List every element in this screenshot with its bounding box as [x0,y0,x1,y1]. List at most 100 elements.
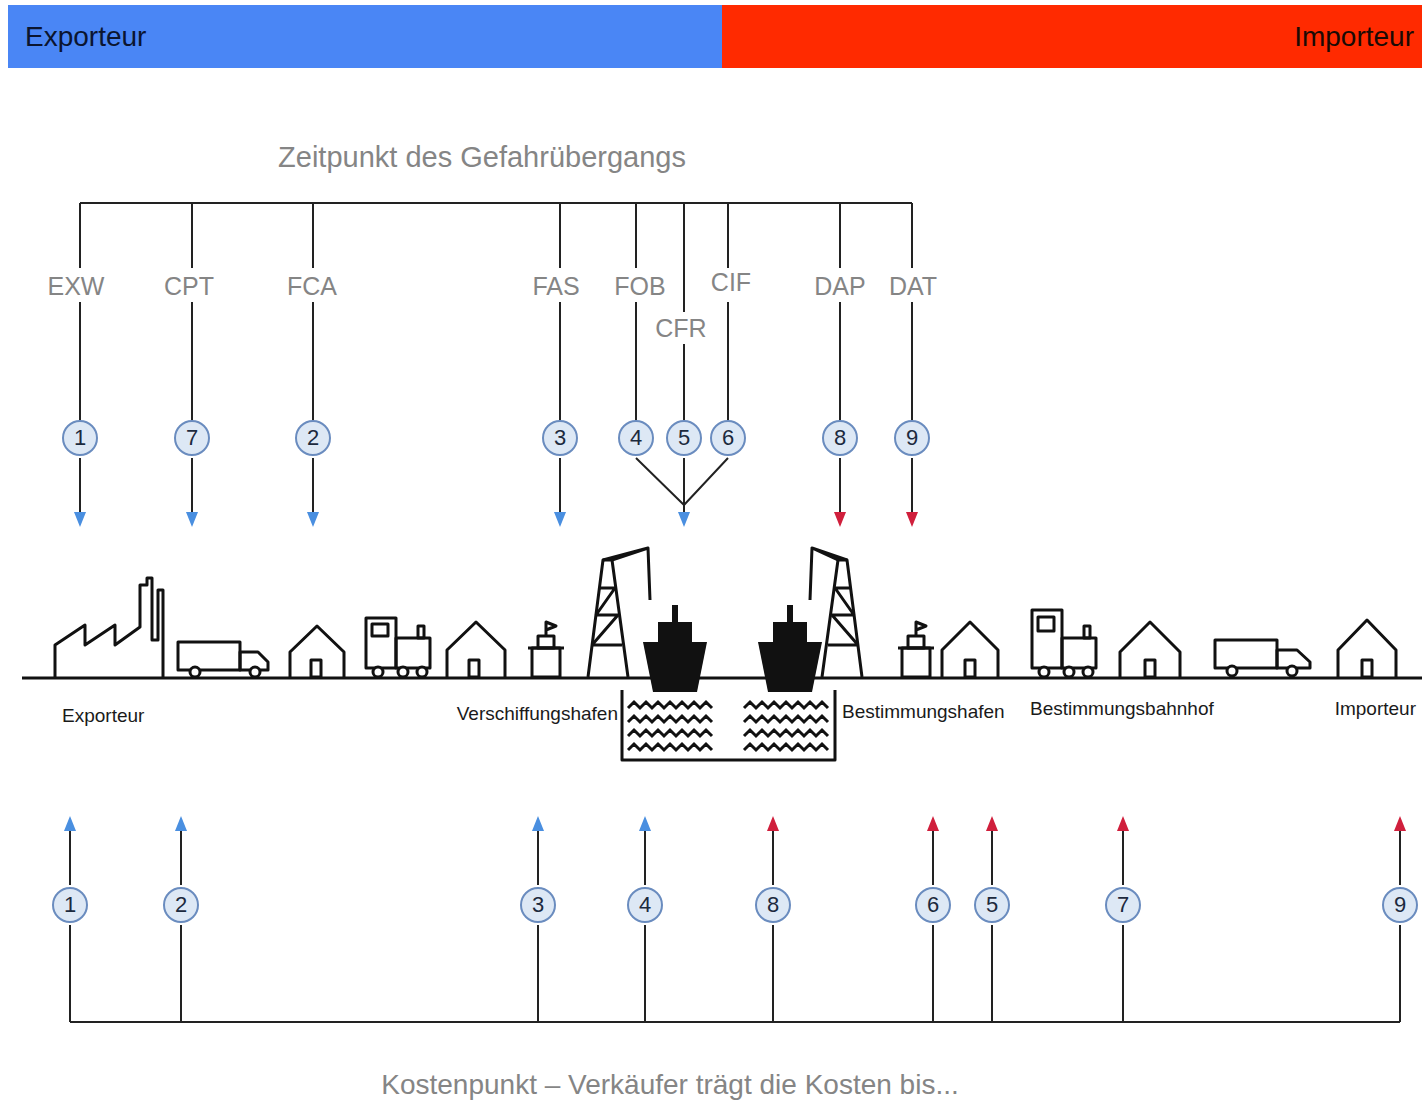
transport-chain [418,626,424,638]
transport-chain [417,667,427,677]
number-circle: 9 [1382,887,1418,923]
incoterm: FOB [614,274,665,299]
callout-number: 1 [74,427,86,449]
cost-arrows [532,816,544,831]
transport-chain [366,618,396,668]
transport-chain [1338,620,1396,677]
ships [643,605,822,692]
number-circle: 6 [710,420,746,456]
number-circle: 1 [52,887,88,923]
ships [758,642,822,692]
transport-chain [538,636,554,648]
transport-chain [1083,667,1093,677]
number-circle: 6 [915,887,951,923]
risk-bracket [80,202,912,204]
cost-arrows [767,816,779,831]
party-name: Importeur [1294,23,1414,51]
number-circle: 3 [542,420,578,456]
transport-chain [532,648,560,677]
cost-arrows [927,816,939,831]
callout-number: 8 [767,894,779,916]
transport-chain [469,660,479,677]
incoterm: DAP [814,274,865,299]
circle-outline [756,888,790,922]
circle-outline [63,421,97,455]
transport-chain [1287,666,1297,676]
incoterm: DAT [889,274,937,299]
circle-outline [711,421,745,455]
circle-outline [1106,888,1140,922]
number-circle: 8 [822,420,858,456]
circle-outline [296,421,330,455]
transport-chain [22,677,1422,680]
risk-arrows [636,458,728,514]
number-circle: 3 [520,887,556,923]
transport-chain [372,624,388,636]
transport-chain [398,667,408,677]
number-circle: 4 [618,420,654,456]
callout-number: 8 [834,427,846,449]
incoterm: FAS [532,274,579,299]
callout-number: 5 [678,427,690,449]
water-waves [628,702,712,708]
transport-chain [965,660,975,677]
callout-number: 2 [175,894,187,916]
callout-number: 5 [986,894,998,916]
ships [672,605,678,622]
cost-arrows [64,816,1406,1022]
callout-number: 3 [554,427,566,449]
cost-arrows [639,816,651,831]
place-label: Verschiffungshafen [457,704,618,723]
ships [787,605,793,622]
incoterm: CFR [655,316,706,341]
risk-arrows [74,512,690,527]
transport-chain [810,548,847,600]
transport-chain [190,667,200,677]
cost-arrows [64,816,651,831]
transport-chain [311,660,321,677]
circle-outline [916,888,950,922]
transport-chain [290,626,344,677]
transport-chain [588,560,628,677]
callout-number: 7 [186,427,198,449]
number-circle: 1 [62,420,98,456]
risk-bracket [80,302,912,420]
cost-arrows [70,1021,1400,1023]
cost-arrows [175,816,187,831]
transport-chain [22,548,1422,760]
transport-chain [942,622,998,677]
transport-chain [178,642,240,670]
circle-outline [667,421,701,455]
number-circle: 2 [163,887,199,923]
party-name: Exporteur [25,23,146,51]
incoterm: CIF [711,270,751,295]
transport-chain [1227,666,1237,676]
cost-arrows [986,816,998,831]
place-label: Importeur [1335,699,1416,718]
transport-chain [1084,626,1090,638]
transport-chain [1215,640,1277,668]
callout-number: 4 [639,894,651,916]
ships [658,622,692,642]
transport-chain [1039,667,1049,677]
party-band: Exporteur [8,5,722,68]
circle-outline [543,421,577,455]
water-waves [628,702,828,750]
water-waves [744,702,828,708]
cost-arrows [64,816,76,831]
number-circle: 9 [894,420,930,456]
callout-number: 9 [1394,894,1406,916]
party-band: Importeur [722,5,1422,68]
transport-chain [902,648,930,677]
risk-arrows [80,458,912,514]
risk-arrows [834,512,918,527]
transport-chain [447,622,505,677]
number-circle: 5 [974,887,1010,923]
number-circle: 7 [174,420,210,456]
transport-chain [1038,617,1054,631]
cost-arrows [70,829,1400,885]
risk-arrows [834,512,846,527]
callout-number: 2 [307,427,319,449]
callout-number: 4 [630,427,642,449]
